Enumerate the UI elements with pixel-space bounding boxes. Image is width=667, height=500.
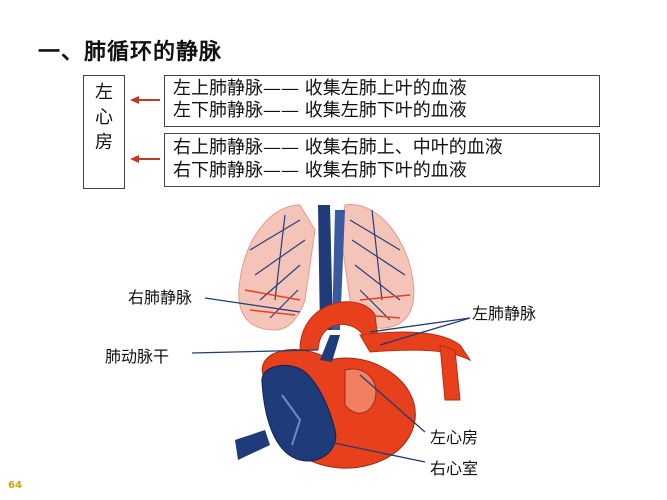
left-inferior-pulmonary-vein-text: 左下肺静脉—— 收集左肺下叶的血液 — [173, 100, 467, 121]
slide-title: 一、肺循环的静脉 — [38, 40, 223, 65]
left-atrium-label: 左心房 — [430, 428, 479, 447]
right-ventricle-label: 右心室 — [430, 459, 479, 478]
left-atrium-vertical-label: 左 心 房 — [94, 80, 114, 155]
left-pulmonary-vein-label: 左肺静脉 — [472, 304, 537, 323]
arrow-left-icon — [130, 155, 160, 163]
left-lung-icon — [339, 204, 415, 329]
right-pulmonary-veins-box: 右上肺静脉—— 收集右肺上、中叶的血液 右下肺静脉—— 收集右肺下叶的血液 — [164, 133, 600, 187]
left-atrium-char-1: 左 — [95, 82, 113, 103]
right-pulmonary-vein-label: 右肺静脉 — [128, 288, 193, 307]
page-number: 64 — [8, 480, 22, 491]
left-atrium-char-3: 房 — [95, 132, 113, 153]
aortic-arch-icon — [299, 301, 379, 351]
pulmonary-trunk-label: 肺动脉干 — [105, 347, 170, 366]
left-atrium-box: 左 心 房 — [83, 75, 125, 189]
right-inferior-pulmonary-vein-text: 右下肺静脉—— 收集右肺下叶的血液 — [173, 160, 467, 181]
left-pulmonary-veins-box: 左上肺静脉—— 收集左肺上叶的血液 左下肺静脉—— 收集左肺下叶的血液 — [164, 75, 600, 127]
arrow-left-icon — [130, 96, 160, 104]
left-atrium-char-2: 心 — [95, 107, 113, 128]
right-superior-pulmonary-vein-text: 右上肺静脉—— 收集右肺上、中叶的血液 — [173, 137, 503, 158]
right-lung-icon — [238, 204, 316, 331]
left-superior-pulmonary-vein-text: 左上肺静脉—— 收集左肺上叶的血液 — [173, 78, 467, 99]
